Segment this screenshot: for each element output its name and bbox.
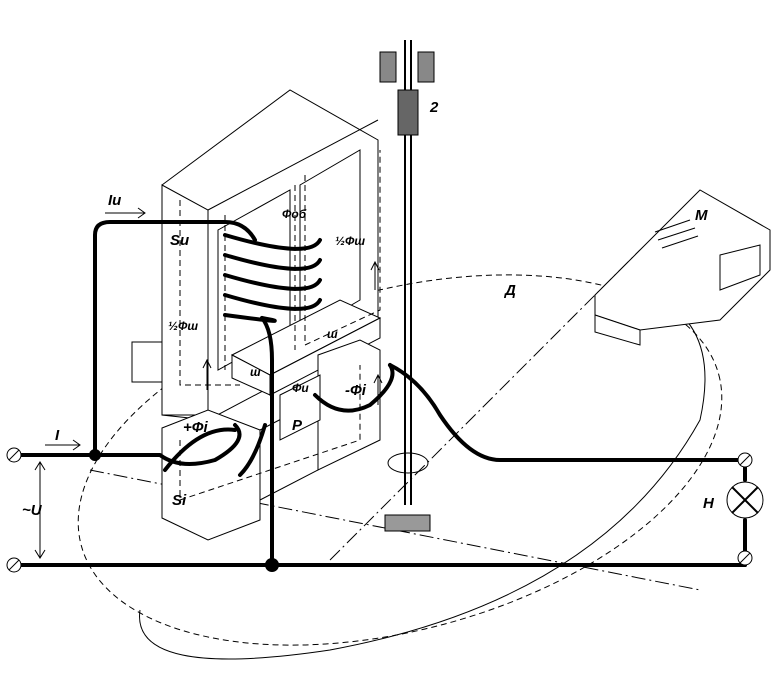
label-iu: Iu <box>108 192 121 209</box>
label-u: ~U <box>22 502 43 519</box>
label-pos-f-i: +Фi <box>183 419 208 436</box>
wiring <box>18 207 747 572</box>
label-f-u: Фu <box>292 381 309 395</box>
label-f-ob: Фоб <box>282 207 307 221</box>
label-neg-f-i: -Фi <box>345 382 367 399</box>
label-i: I <box>55 427 60 444</box>
brake-magnet <box>594 189 771 346</box>
label-p: P <box>292 417 303 434</box>
terminals <box>6 447 753 573</box>
voltage-core <box>131 89 382 421</box>
label-shunt-lower: ш <box>250 365 261 379</box>
label-magnet: M <box>695 207 708 224</box>
lamp-icon <box>726 481 764 519</box>
label-disk: Д <box>503 282 516 299</box>
label-load: Н <box>703 495 715 512</box>
label-su: Su <box>170 232 189 249</box>
junction-dot <box>89 449 101 461</box>
spindle-number-label: 2 <box>429 99 439 116</box>
label-shunt-upper: ш <box>327 327 338 341</box>
spindle <box>379 40 435 532</box>
junction-dot <box>265 558 279 572</box>
label-half-shunt-right: ½Фш <box>335 234 365 248</box>
label-si: Si <box>172 492 187 509</box>
label-half-shunt-left: ½Фш <box>168 319 198 333</box>
